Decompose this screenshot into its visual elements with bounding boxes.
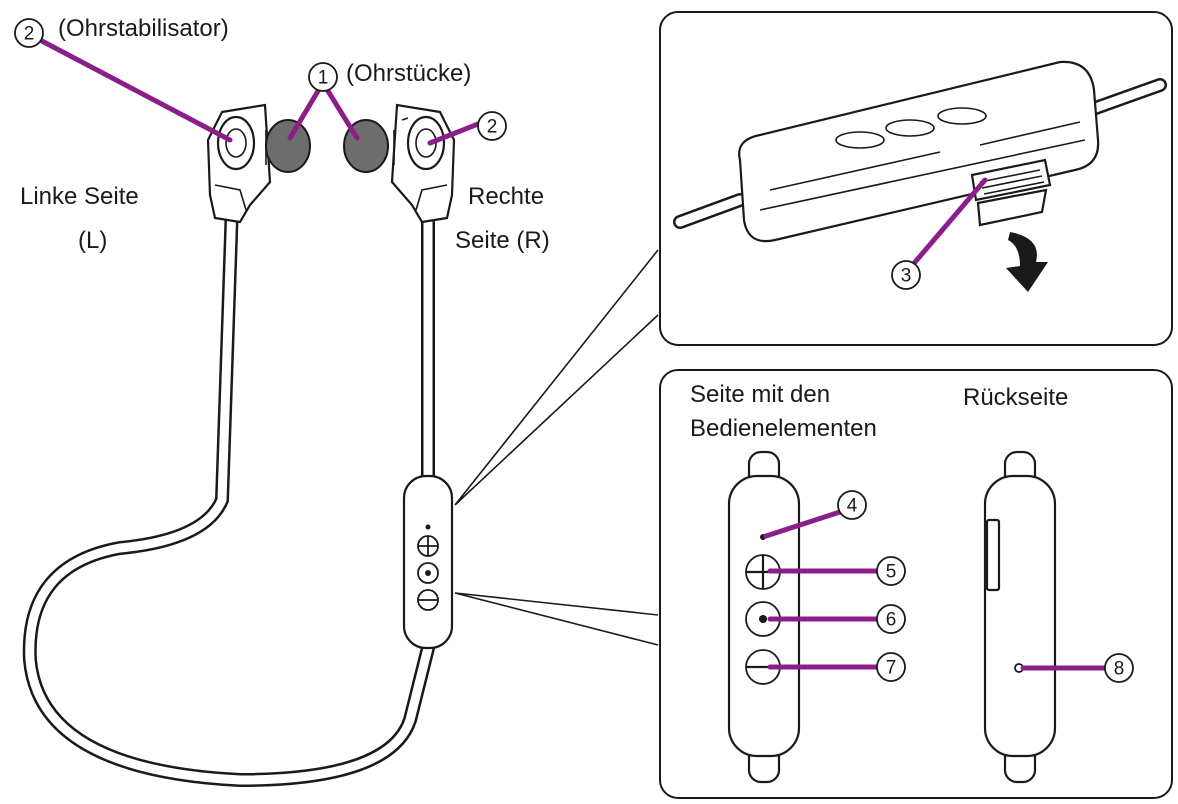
svg-text:1: 1 bbox=[318, 68, 329, 89]
label-left-side-line2: (L) bbox=[78, 227, 108, 254]
remote-detail-panel bbox=[659, 11, 1173, 346]
multi-function-button-icon bbox=[417, 562, 439, 584]
label-right-side-line2: Seite (R) bbox=[455, 227, 550, 254]
callout-4: 4 bbox=[837, 490, 867, 520]
multi-function-button bbox=[745, 601, 781, 637]
callout-2-left: 2 bbox=[14, 18, 44, 48]
label-earpieces: (Ohrstücke) bbox=[346, 60, 472, 87]
svg-text:7: 7 bbox=[886, 658, 897, 679]
remote-back-view bbox=[983, 450, 1057, 784]
callout-5: 5 bbox=[876, 556, 906, 586]
right-earbud bbox=[343, 103, 456, 224]
svg-text:2: 2 bbox=[24, 24, 35, 45]
svg-text:6: 6 bbox=[886, 610, 897, 631]
label-controls-side-line2: Bedienelementen bbox=[690, 415, 877, 442]
neckband-cable bbox=[22, 198, 435, 788]
callout-numbers: 2 1 2 3 4 5 6 7 bbox=[14, 18, 1134, 683]
label-ear-stabilizer: (Ohrstabilisator) bbox=[58, 15, 229, 42]
volume-down-icon bbox=[417, 589, 439, 611]
callout-6: 6 bbox=[876, 604, 906, 634]
label-left-side-line1: Linke Seite bbox=[20, 183, 139, 210]
callout-7: 7 bbox=[876, 652, 906, 682]
label-back-side: Rückseite bbox=[963, 384, 1069, 411]
label-right-side-line1: Rechte bbox=[468, 183, 545, 210]
svg-text:8: 8 bbox=[1114, 659, 1125, 680]
label-controls-side-line1: Seite mit den bbox=[690, 381, 831, 408]
remote-led-small bbox=[425, 524, 431, 530]
zoom-callout-lines bbox=[454, 249, 659, 646]
leader-lines bbox=[37, 37, 1108, 671]
svg-text:4: 4 bbox=[847, 496, 858, 517]
callout-1: 1 bbox=[308, 62, 338, 92]
callout-3: 3 bbox=[891, 260, 921, 290]
inline-remote bbox=[402, 474, 454, 650]
volume-up-button bbox=[745, 554, 781, 590]
remote-front-view bbox=[727, 450, 801, 784]
svg-text:3: 3 bbox=[901, 266, 912, 287]
callout-2-right: 2 bbox=[477, 111, 507, 141]
svg-text:5: 5 bbox=[886, 562, 897, 583]
volume-up-icon bbox=[417, 535, 439, 557]
callout-8: 8 bbox=[1104, 653, 1134, 683]
arrow-down-icon bbox=[1006, 232, 1048, 292]
svg-text:2: 2 bbox=[487, 117, 498, 138]
controls-panel bbox=[659, 369, 1173, 799]
left-earbud bbox=[206, 103, 311, 224]
left-earpiece-tip bbox=[265, 119, 311, 173]
